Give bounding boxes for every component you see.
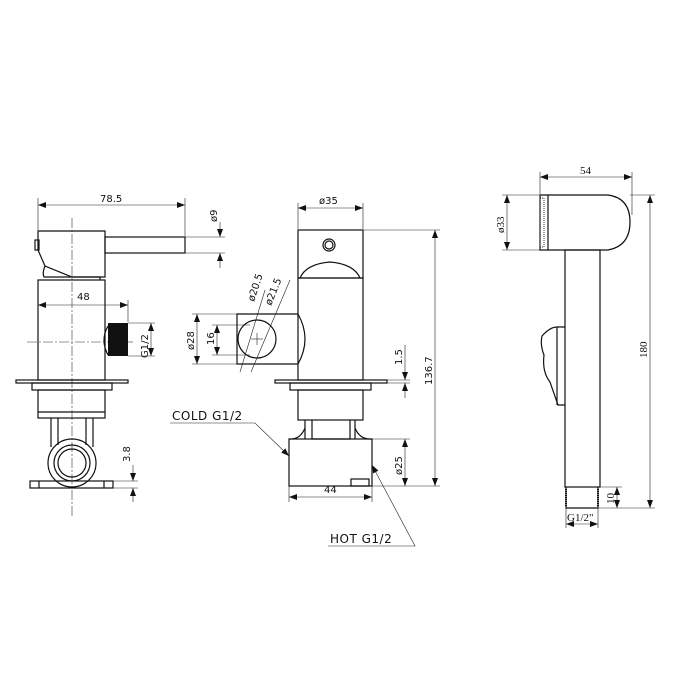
spray-view: 54 ø33 180 10 G1/2" bbox=[495, 165, 655, 528]
dim-inlet-diameter: ø25 bbox=[394, 456, 405, 475]
handle-collar bbox=[42, 265, 101, 280]
dim-lever-diameter: ø9 bbox=[209, 210, 220, 222]
handle-block bbox=[37, 230, 106, 278]
handle-pin-circle bbox=[322, 238, 336, 252]
handle-tube bbox=[564, 249, 601, 488]
spray-nozzle-face bbox=[539, 197, 545, 248]
dim-outlet-reach: 48 bbox=[77, 292, 90, 303]
leader-hot bbox=[328, 464, 416, 547]
dim-head-length: 54 bbox=[580, 165, 592, 177]
dim-thread-length: 10 bbox=[605, 493, 617, 505]
dim-thread: G1/2" bbox=[567, 512, 594, 524]
outlet-arm bbox=[236, 313, 298, 365]
dim-outlet-bore: 16 bbox=[206, 332, 217, 345]
dim-lever-length: 78.5 bbox=[100, 194, 122, 205]
label-cold-inlet: COLD G1/2 bbox=[172, 409, 243, 423]
spray-head bbox=[539, 194, 631, 251]
mounting-plate bbox=[29, 480, 114, 489]
body-lower bbox=[297, 389, 364, 421]
flange-base bbox=[289, 382, 372, 391]
dim-flange-thickness: 1.5 bbox=[394, 349, 405, 365]
knurled-outlet-nut bbox=[108, 323, 128, 356]
inlet-pipe bbox=[50, 418, 94, 447]
leader-bore-2 bbox=[250, 279, 291, 373]
dim-outlet-thread: G1/2 bbox=[140, 334, 151, 358]
valve-body bbox=[37, 279, 106, 381]
dim-overall-height: 136.7 bbox=[424, 356, 435, 385]
handle-block bbox=[297, 229, 364, 279]
front-view: ø35 136.7 1.5 ø25 44 ø28 16 ø20.5 ø21.5 … bbox=[170, 196, 440, 547]
dim-bore-diameter-2: ø21.5 bbox=[264, 277, 285, 307]
leader-cold bbox=[170, 422, 290, 457]
inlet-fitting bbox=[304, 420, 356, 440]
inlet-block bbox=[288, 438, 373, 487]
side-view: 78.5 ø9 48 G1/2 3.8 bbox=[15, 194, 225, 518]
dim-overall-length: 180 bbox=[638, 341, 650, 358]
dim-outlet-diameter: ø28 bbox=[186, 331, 197, 350]
lever bbox=[104, 236, 186, 254]
dim-inlet-width: 44 bbox=[324, 485, 337, 496]
trigger bbox=[540, 326, 565, 406]
label-hot-inlet: HOT G1/2 bbox=[330, 532, 392, 546]
dim-body-diameter: ø35 bbox=[319, 196, 338, 207]
body-lower bbox=[37, 389, 106, 419]
thread-connector bbox=[565, 487, 599, 509]
outlet-neck bbox=[103, 325, 109, 356]
valve-body bbox=[297, 277, 364, 381]
inlet-fitting-outer bbox=[47, 438, 97, 488]
dim-head-diameter: ø33 bbox=[495, 216, 507, 233]
handle-pin bbox=[34, 239, 40, 251]
dim-base-thickness: 3.8 bbox=[122, 446, 133, 462]
leader-bore-1 bbox=[239, 289, 266, 373]
handle-dome bbox=[299, 261, 361, 279]
